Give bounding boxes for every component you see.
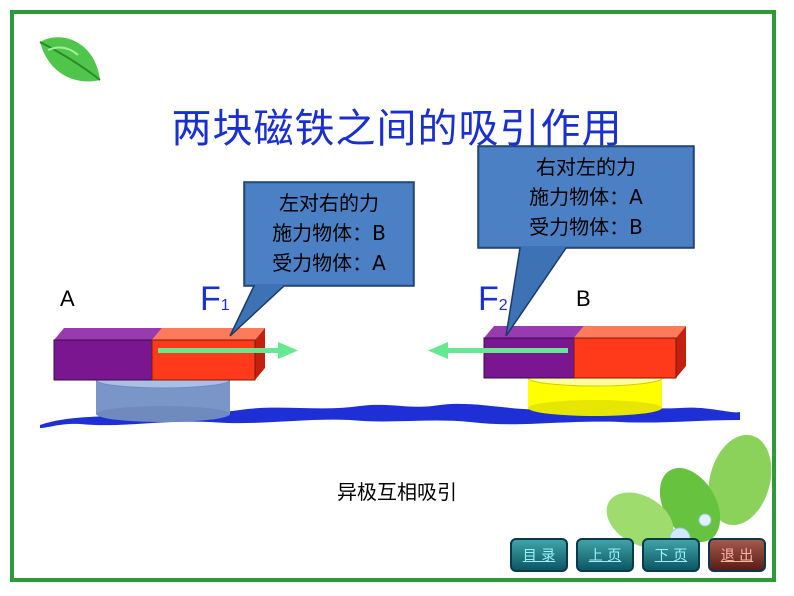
slide-frame: [10, 10, 776, 582]
contents-button[interactable]: 目 录: [510, 538, 568, 572]
force2-label: F2: [478, 280, 508, 319]
callout-left-line1: 左对右的力: [279, 191, 379, 215]
force1-subscript: 1: [220, 297, 230, 314]
callout-left-text: 左对右的力 施力物体：B 受力物体：A: [246, 188, 412, 278]
magnet-a-label: A: [60, 286, 75, 311]
caption: 异极互相吸引: [337, 480, 457, 504]
callout-right-text: 右对左的力 施力物体：A 受力物体：B: [480, 152, 692, 242]
force2-arrow: [428, 342, 568, 359]
callout-right-line2: 施力物体：A: [529, 185, 643, 209]
leaf-icon: [39, 37, 101, 82]
next-page-button[interactable]: 下 页: [642, 538, 700, 572]
magnet-a: [53, 328, 265, 381]
magnet-b: [483, 326, 686, 379]
callout-right-line1: 右对左的力: [536, 155, 636, 179]
force2-subscript: 2: [498, 297, 508, 314]
callout-right-line3: 受力物体：B: [529, 215, 643, 239]
magnet-b-stand: [527, 369, 663, 416]
callout-left-line2: 施力物体：B: [272, 221, 386, 245]
callout-left-line3: 受力物体：A: [272, 251, 386, 275]
slide-title: 两块磁铁之间的吸引作用: [171, 106, 623, 152]
leaves-decoration-icon: [606, 434, 772, 549]
force1-label: F1: [200, 280, 230, 319]
previous-page-button[interactable]: 上 页: [576, 538, 634, 572]
exit-button[interactable]: 退 出: [708, 538, 766, 572]
force1-arrow: [158, 342, 298, 359]
magnet-b-label: B: [576, 286, 591, 311]
force1-letter: F: [200, 280, 221, 318]
force2-letter: F: [478, 280, 499, 318]
